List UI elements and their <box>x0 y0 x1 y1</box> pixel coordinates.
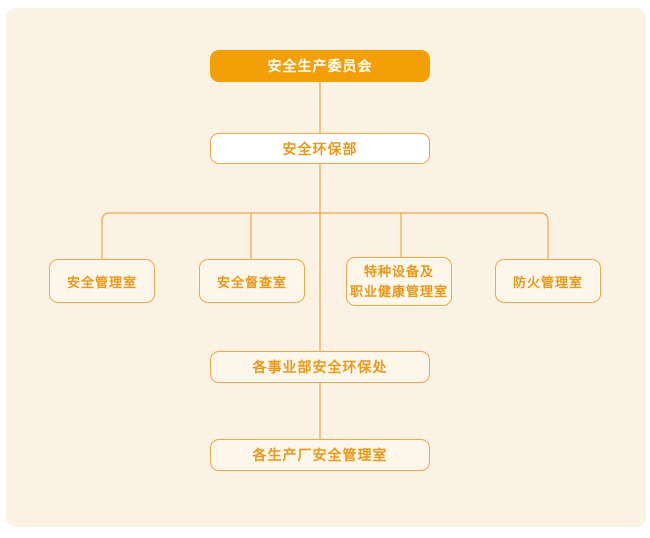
node-special-equipment-occupational-health-office: 特种设备及 职业健康管理室 <box>346 257 452 306</box>
node-division-safety-environment-office: 各事业部安全环保处 <box>210 351 430 383</box>
node-safety-production-committee: 安全生产委员会 <box>210 50 430 82</box>
office-label-line-2: 职业健康管理室 <box>349 283 448 299</box>
office-label-line-1: 特种设备及 <box>363 263 434 279</box>
node-safety-supervision-office: 安全督查室 <box>199 259 305 303</box>
node-safety-management-office: 安全管理室 <box>49 259 155 303</box>
node-plant-safety-management-office: 各生产厂安全管理室 <box>210 439 430 471</box>
node-safety-environment-department: 安全环保部 <box>210 133 430 164</box>
node-fire-prevention-office: 防火管理室 <box>495 259 601 303</box>
edge-office-rail <box>101 212 549 259</box>
